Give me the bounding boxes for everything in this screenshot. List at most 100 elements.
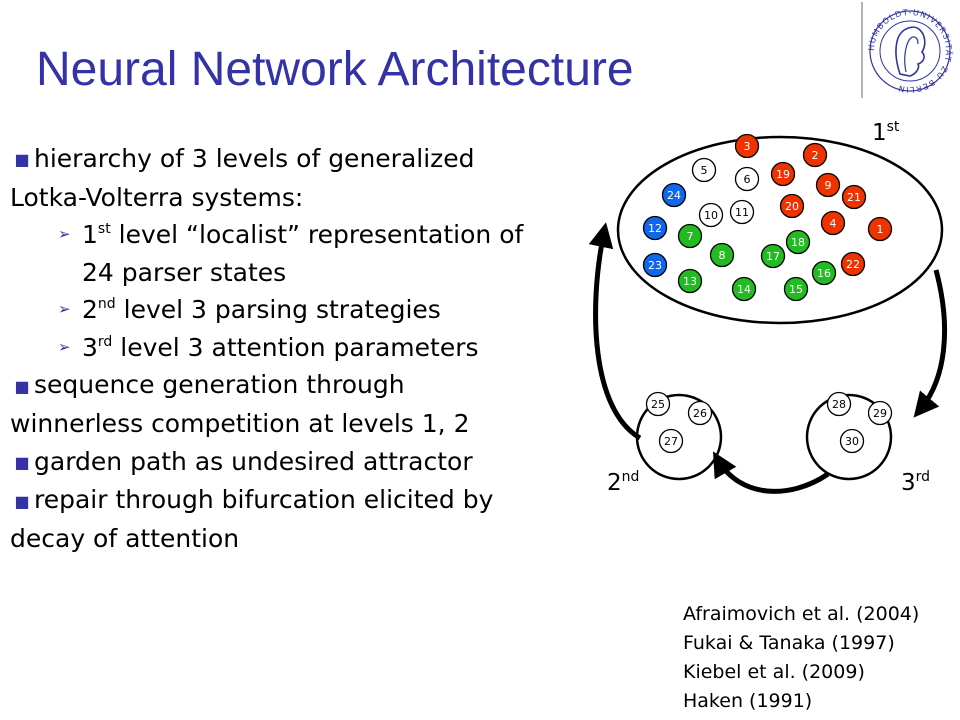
node-23: 23: [642, 252, 668, 278]
arrow-bullet-icon: ➢: [58, 300, 71, 319]
node-label: 21: [847, 191, 861, 204]
node-25: 25: [645, 391, 671, 417]
node-18: 18: [785, 229, 811, 255]
square-bullet-icon: ■: [14, 150, 30, 170]
node-circle: [840, 251, 866, 277]
node-16: 16: [811, 260, 837, 286]
node-circle: [729, 199, 755, 225]
bullet-level-number: 3: [82, 332, 98, 362]
node-3: 3: [734, 133, 760, 159]
node-circle: [783, 276, 809, 302]
node-circle: [867, 216, 893, 242]
arrow-bullet-icon: ➢: [58, 225, 71, 244]
level-label-3rd: 3rd: [901, 469, 931, 496]
bullet-item: ■garden path as undesired attractor: [10, 443, 535, 482]
node-label: 26: [693, 407, 707, 420]
node-label: 28: [832, 398, 846, 411]
node-circle: [802, 142, 828, 168]
bullet-level-suffix: nd: [97, 296, 116, 313]
node-label: 8: [719, 249, 726, 262]
reference-item: Fukai & Tanaka (1997): [683, 632, 895, 654]
node-1: 1: [867, 216, 893, 242]
reference-item: Kiebel et al. (2009): [683, 661, 865, 683]
node-8: 8: [709, 242, 735, 268]
node-circle: [642, 252, 668, 278]
node-circle: [698, 202, 724, 228]
node-circle: [760, 243, 786, 269]
node-label: 30: [845, 435, 859, 448]
level-label-2nd: 2nd: [607, 469, 640, 496]
node-circle: [731, 276, 757, 302]
node-circle: [734, 133, 760, 159]
node-12: 12: [642, 215, 668, 241]
node-label: 9: [825, 179, 832, 192]
node-circle: [687, 400, 713, 426]
bullet-level-number: 2: [82, 295, 98, 325]
node-label: 27: [664, 435, 678, 448]
bullet-list: ■hierarchy of 3 levels of generalized Lo…: [10, 140, 535, 558]
node-circle: [826, 391, 852, 417]
node-10: 10: [698, 202, 724, 228]
node-26: 26: [687, 400, 713, 426]
sub-bullet-item: ➢3rd level 3 attention parameters: [10, 329, 535, 367]
node-28: 28: [826, 391, 852, 417]
node-label: 3: [744, 140, 751, 153]
bullet-item: ■repair through bifurcation elicited by …: [10, 481, 535, 557]
node-label: 1: [877, 223, 884, 236]
square-bullet-icon: ■: [14, 376, 30, 396]
bullet-level-number: 1: [82, 220, 98, 250]
node-circle: [709, 242, 735, 268]
node-label: 24: [667, 189, 681, 202]
node-label: 15: [789, 283, 803, 296]
arrow-bullet-icon: ➢: [58, 337, 71, 356]
node-circle: [734, 166, 760, 192]
sub-bullet-item: ➢2nd level 3 parsing strategies: [10, 291, 535, 329]
node-label: 13: [683, 275, 697, 288]
node-circle: [785, 229, 811, 255]
node-19: 19: [770, 161, 796, 187]
node-label: 5: [701, 164, 708, 177]
node-label: 22: [846, 258, 860, 271]
node-label: 23: [648, 259, 662, 272]
node-circle: [677, 223, 703, 249]
arrow-level3-to-level2: [712, 451, 830, 494]
node-29: 29: [867, 400, 893, 426]
node-label: 29: [873, 407, 887, 420]
node-27: 27: [658, 428, 684, 454]
node-4: 4: [820, 210, 846, 236]
reference-item: Haken (1991): [683, 690, 813, 712]
node-circle: [820, 210, 846, 236]
bullet-text: level 3 attention parameters: [112, 332, 479, 362]
node-label: 2: [812, 149, 819, 162]
node-15: 15: [783, 276, 809, 302]
square-bullet-icon: ■: [14, 452, 30, 472]
node-label: 18: [791, 236, 805, 249]
node-circle: [645, 391, 671, 417]
node-label: 19: [776, 168, 790, 181]
node-5: 5: [691, 157, 717, 183]
node-circle: [839, 428, 865, 454]
node-21: 21: [841, 184, 867, 210]
arrow-level2-to-level1: [588, 222, 642, 441]
node-circle: [642, 215, 668, 241]
node-circle: [770, 161, 796, 187]
node-label: 11: [735, 206, 749, 219]
node-label: 4: [830, 217, 837, 230]
node-circle: [691, 157, 717, 183]
node-circle: [811, 260, 837, 286]
node-17: 17: [760, 243, 786, 269]
node-13: 13: [677, 268, 703, 294]
node-label: 17: [766, 250, 780, 263]
node-circle: [841, 184, 867, 210]
node-11: 11: [729, 199, 755, 225]
node-9: 9: [815, 172, 841, 198]
node-circle: [815, 172, 841, 198]
node-30: 30: [839, 428, 865, 454]
node-label: 14: [737, 283, 751, 296]
node-2: 2: [802, 142, 828, 168]
bullet-text: repair through bifurcation elicited by d…: [10, 485, 494, 553]
bullet-text: level “localist” representation of 24 pa…: [82, 220, 524, 287]
node-label: 6: [744, 173, 751, 186]
node-24: 24: [661, 182, 687, 208]
